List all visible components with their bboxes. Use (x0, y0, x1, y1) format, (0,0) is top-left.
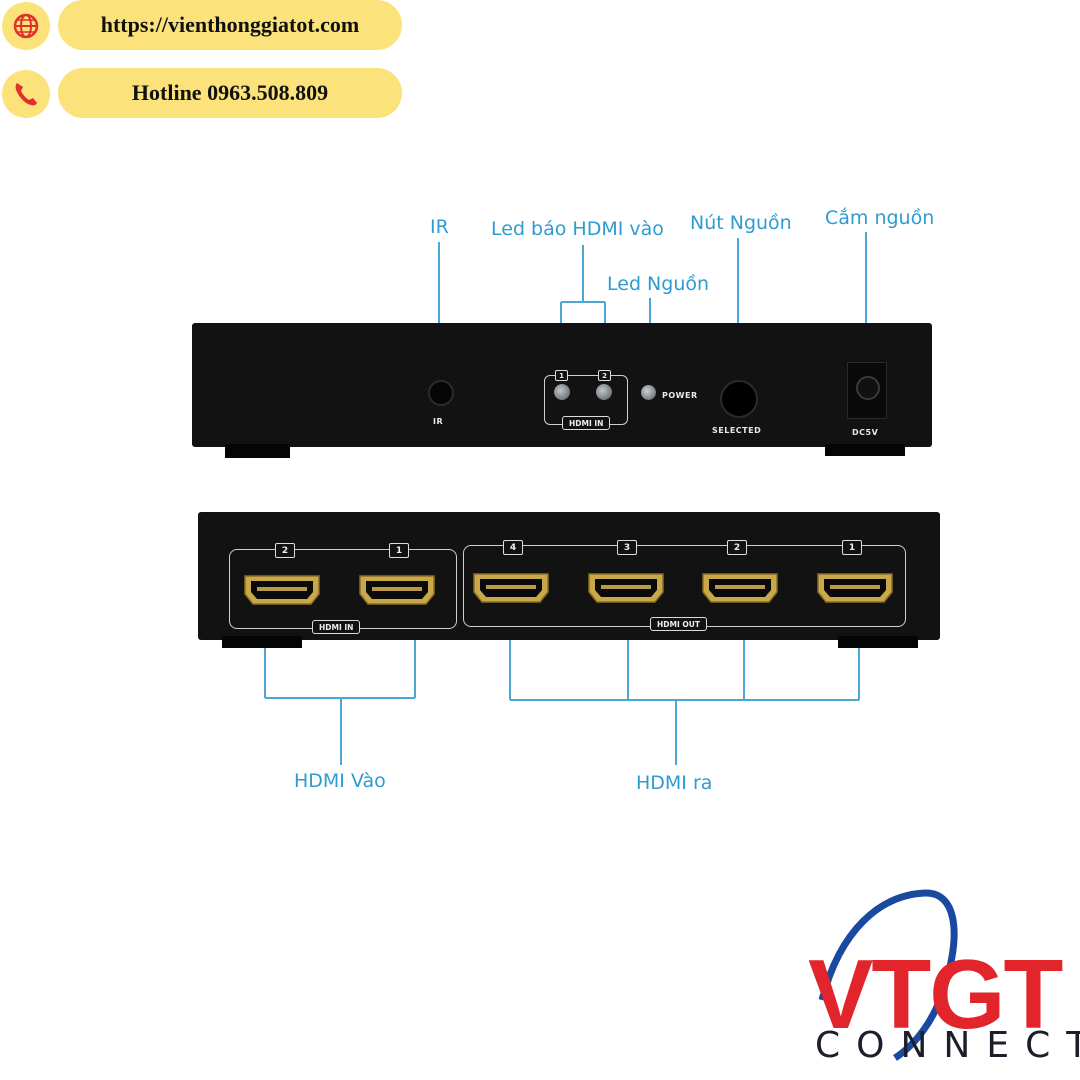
hdmi-in-port-1 (359, 575, 435, 605)
foot (222, 636, 302, 648)
phone-icon (15, 83, 37, 106)
hdmi-out-panel-label: HDMI OUT (650, 617, 707, 631)
callout-hdmi-out: HDMI ra (636, 772, 713, 794)
output-number: 1 (842, 540, 862, 555)
hdmi-out-port-2 (702, 573, 778, 603)
hdmi-in-led-2 (596, 384, 612, 400)
website-link[interactable]: https://vienthonggiatot.com (58, 0, 402, 50)
hdmi-in-panel-label: HDMI IN (312, 620, 361, 634)
power-panel-label: POWER (662, 391, 698, 400)
hotline-link[interactable]: Hotline 0963.508.809 (58, 68, 402, 118)
hdmi-out-port-4 (473, 573, 549, 603)
foot (838, 636, 918, 648)
dc-jack-socket (856, 376, 880, 400)
ir-sensor (428, 380, 454, 406)
foot (225, 444, 290, 458)
callout-power-jack: Cắm nguồn (825, 207, 935, 229)
callout-hdmi-in-leds: Led báo HDMI vào (491, 218, 664, 240)
input-number: 2 (275, 543, 295, 558)
led-1-number: 1 (555, 370, 568, 381)
hdmi-in-led-label: HDMI IN (562, 416, 611, 430)
hdmi-out-port-3 (588, 573, 664, 603)
dc-panel-label: DC5V (852, 428, 879, 437)
input-number: 1 (389, 543, 409, 558)
hdmi-in-port-2 (244, 575, 320, 605)
output-number: 4 (503, 540, 523, 555)
callout-ir: IR (430, 216, 449, 238)
selected-panel-label: SELECTED (712, 426, 762, 435)
output-number: 2 (727, 540, 747, 555)
hdmi-out-port-1 (817, 573, 893, 603)
callout-power-led: Led Nguồn (607, 273, 710, 295)
logo-brand: VTGT (808, 939, 1063, 1049)
output-number: 3 (617, 540, 637, 555)
phone-icon-circle (2, 70, 50, 118)
callout-hdmi-in: HDMI Vào (294, 770, 386, 792)
power-button[interactable] (720, 380, 758, 418)
ir-panel-label: IR (433, 417, 444, 426)
led-2-number: 2 (598, 370, 611, 381)
foot (825, 444, 905, 456)
back-panel (198, 512, 940, 640)
power-led (641, 385, 656, 400)
logo-sub: CONNECT (815, 1025, 1080, 1066)
globe-icon-circle (2, 2, 50, 50)
callout-power-button: Nút Nguồn (690, 212, 792, 234)
hdmi-in-led-1 (554, 384, 570, 400)
globe-icon (13, 13, 39, 39)
